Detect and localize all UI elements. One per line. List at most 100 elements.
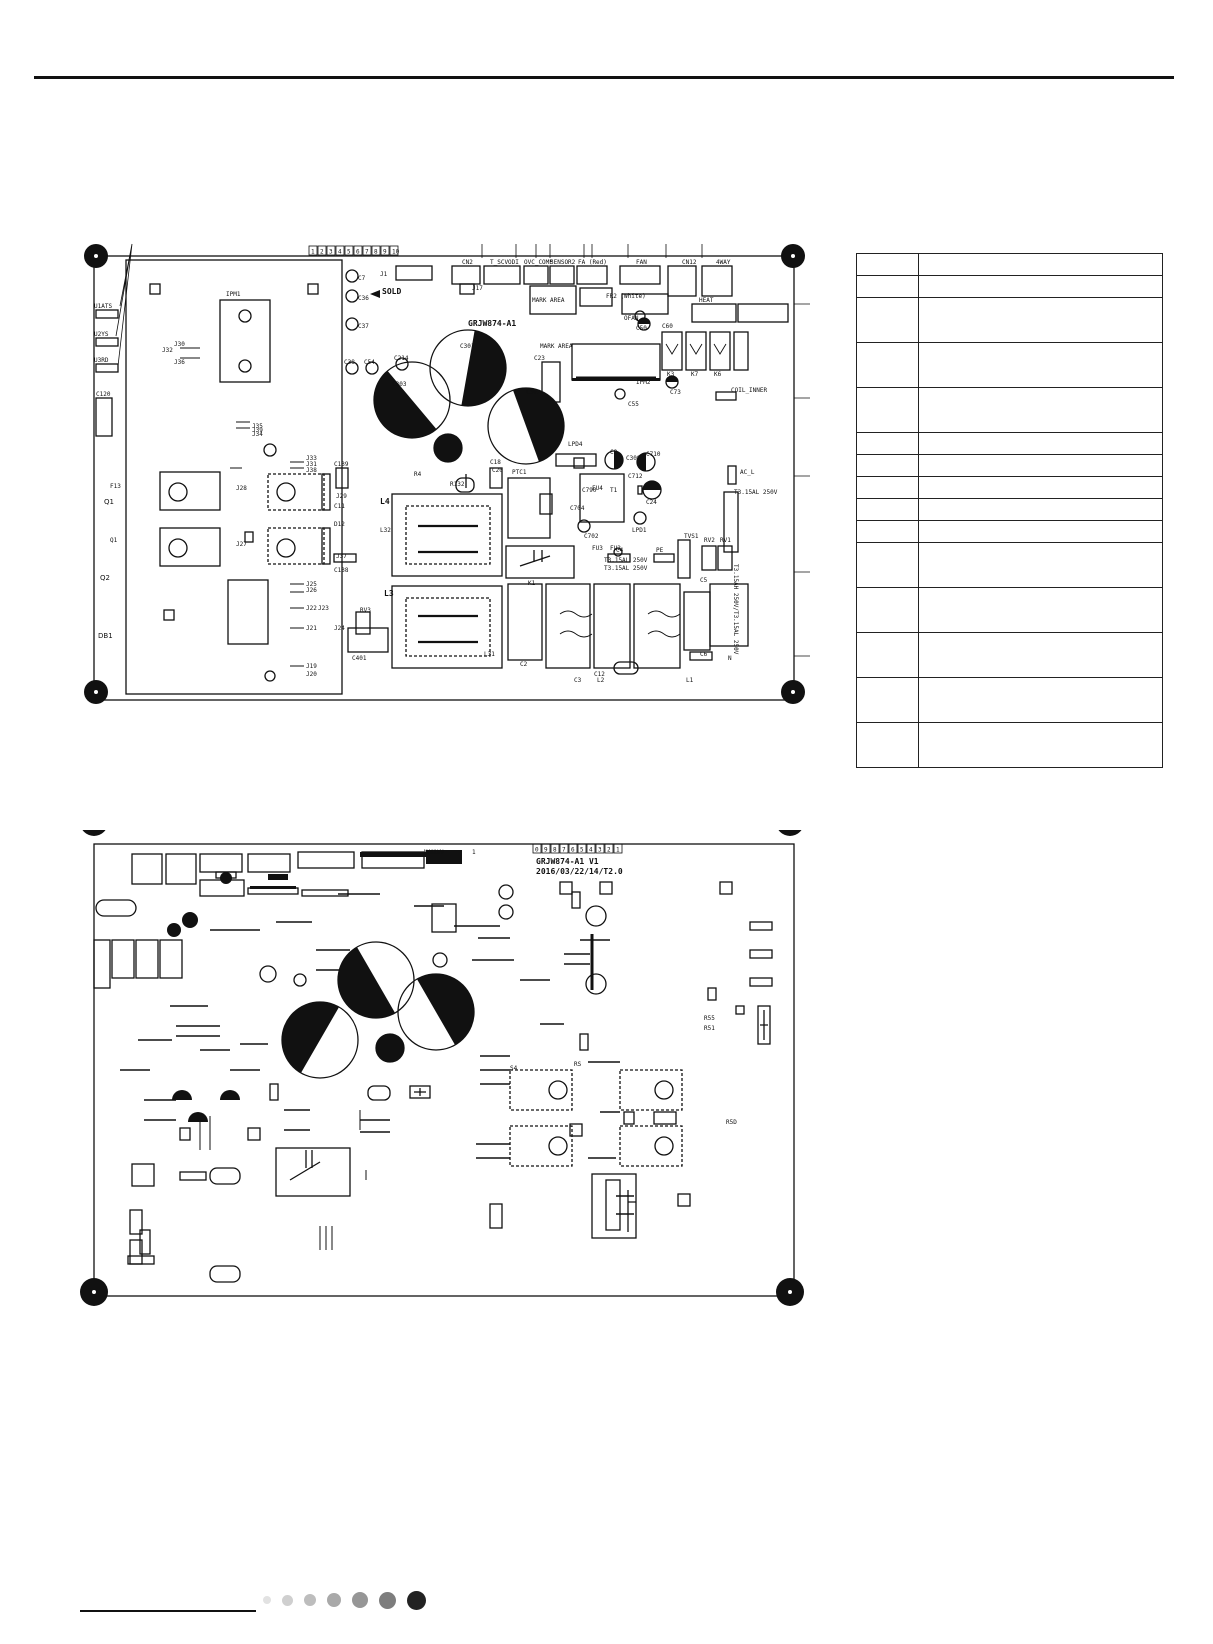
- part-label: C7: [358, 275, 366, 282]
- strip-number: 5: [347, 249, 351, 256]
- part-label: C37: [358, 323, 369, 330]
- strip-cell: [380, 245, 390, 256]
- part-label: C303: [392, 381, 407, 388]
- part-label: C8: [610, 449, 618, 456]
- page-dot: [379, 1591, 396, 1609]
- legend-number-cell: [856, 454, 919, 477]
- legend-number-cell: [856, 722, 919, 768]
- part-label: C120: [96, 391, 111, 398]
- legend-description-cell: [918, 253, 1163, 276]
- legend-row: [856, 275, 1163, 298]
- part-label: PTC1: [512, 469, 527, 476]
- legend-number-cell: [856, 498, 919, 521]
- part-label: C73: [670, 389, 681, 396]
- strip-cell: [371, 245, 381, 256]
- page-dot: [352, 1592, 368, 1608]
- part-label: C24: [646, 499, 657, 506]
- part-label: C401: [352, 655, 367, 662]
- part-label: RV1: [720, 537, 731, 544]
- part-label: R4: [414, 471, 422, 478]
- strip-cell: [595, 843, 605, 854]
- part-label: FU3: [592, 545, 603, 552]
- part-label: FU2: [610, 545, 621, 552]
- legend-row: [856, 297, 1163, 343]
- part-label: U1ATS: [94, 303, 112, 310]
- part-label: L1: [686, 677, 694, 684]
- legend-number-cell: [856, 542, 919, 588]
- part-label: C18: [490, 459, 501, 466]
- legend-description-cell: [918, 632, 1163, 678]
- part-label: MARK AREA: [532, 297, 565, 304]
- part-label: T3.15AH 250V/T3.15AL 250V: [732, 564, 739, 655]
- legend-description-cell: [918, 275, 1163, 298]
- legend-number-cell: [856, 677, 919, 723]
- part-label: T3.15AL 250V: [604, 557, 648, 564]
- legend-row: [856, 454, 1163, 477]
- part-label: FU4: [592, 485, 603, 492]
- part-label: K7: [691, 371, 699, 378]
- part-label: PE: [656, 547, 664, 554]
- part-label: C20: [492, 467, 503, 474]
- part-label: LPD1: [632, 527, 647, 534]
- legend-description-cell: [918, 587, 1163, 633]
- legend-description-cell: [918, 722, 1163, 768]
- part-label: J35: [252, 423, 263, 430]
- page-dot: [304, 1594, 316, 1606]
- legend-number-cell: [856, 632, 919, 678]
- part-label: J33: [306, 455, 317, 462]
- strip-cell: [326, 245, 336, 256]
- part-label: J27: [236, 541, 247, 548]
- legend-row: [856, 520, 1163, 543]
- strip-cell: [532, 843, 542, 854]
- part-label: F13: [110, 483, 121, 490]
- part-label: T3.15AL 250V: [734, 489, 778, 496]
- part-label: J17: [472, 285, 483, 292]
- strip-number: 10: [392, 249, 400, 256]
- part-label: L31: [484, 651, 495, 658]
- page-dot: [407, 1590, 426, 1610]
- part-label: J32: [162, 347, 173, 354]
- legend-description-cell: [918, 432, 1163, 455]
- part-label: C11: [334, 503, 345, 510]
- part-label: L32: [380, 527, 391, 534]
- part-label: C4: [616, 547, 624, 554]
- legend-description-cell: [918, 476, 1163, 499]
- part-label: C302: [526, 389, 541, 396]
- part-label: J23: [318, 605, 329, 612]
- legend-number-cell: [856, 342, 919, 388]
- part-label: C60: [662, 323, 673, 330]
- part-label: J24: [334, 625, 345, 632]
- part-label: J30: [174, 341, 185, 348]
- connector-label: CN12: [682, 259, 697, 266]
- part-label: C5: [700, 577, 708, 584]
- strip-cell: [317, 245, 327, 256]
- strip-cell: [389, 245, 399, 256]
- board-version-line2: 2016/03/22/14/T2.0: [536, 867, 623, 876]
- legend-description-cell: [918, 677, 1163, 723]
- legend-row: [856, 432, 1163, 455]
- strip-number: 6: [356, 249, 360, 256]
- connector-label: N: [728, 655, 732, 662]
- strip-number: 0: [535, 847, 539, 854]
- part-label: L3: [384, 589, 394, 598]
- top-rule: [34, 76, 1174, 79]
- part-label: T1: [610, 487, 618, 494]
- strip-number: 1: [616, 847, 620, 854]
- part-label: R55: [704, 1015, 715, 1022]
- strip-cell: [604, 843, 614, 854]
- strip-number: 2: [607, 847, 611, 854]
- part-label: T3.15AL 250V: [604, 565, 648, 572]
- part-label: C301: [460, 343, 475, 350]
- strip-cell: [308, 245, 318, 256]
- left-module: [125, 259, 343, 695]
- footer-rule: [80, 1610, 256, 1612]
- strip-number: 3: [598, 847, 602, 854]
- connector-label: OVC_COMP: [524, 259, 553, 266]
- part-label: C214: [394, 355, 409, 362]
- mounting-holes: [80, 830, 804, 1306]
- part-label: C36: [358, 295, 369, 302]
- part-label: C704: [570, 505, 585, 512]
- strip-cell: [335, 245, 345, 256]
- legend-row: [856, 476, 1163, 499]
